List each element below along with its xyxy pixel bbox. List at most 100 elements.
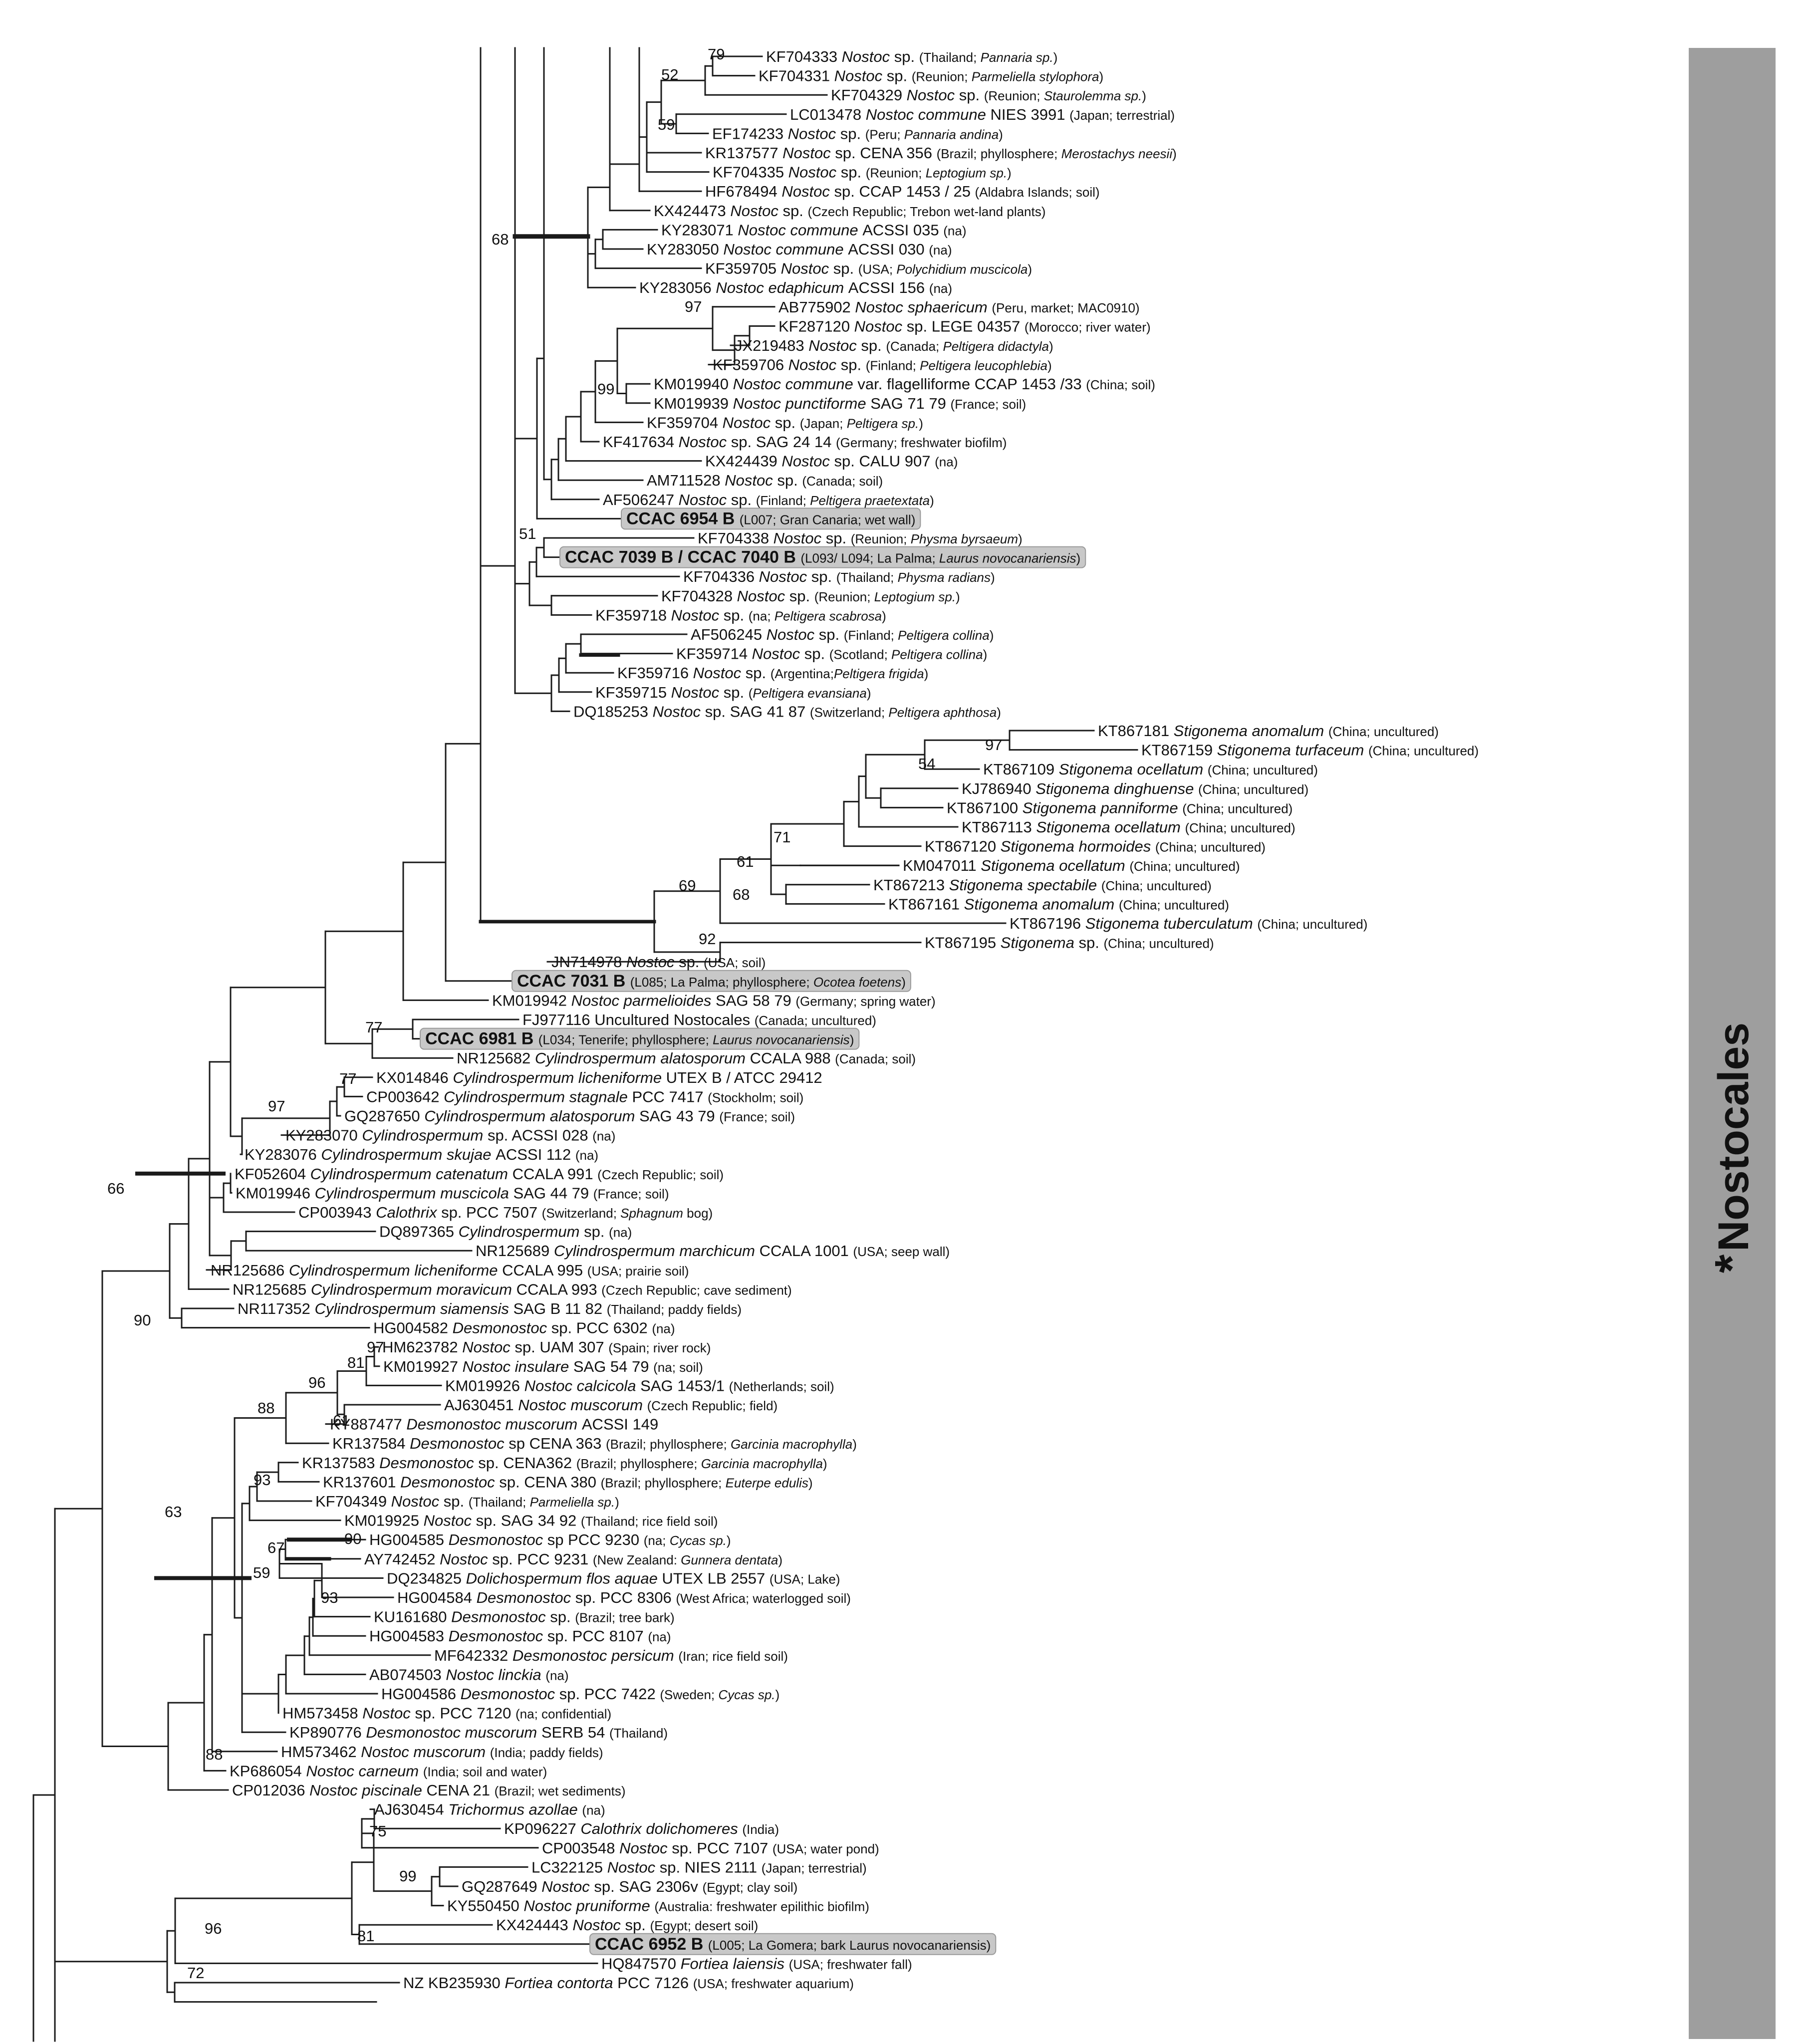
bootstrap-value: 68 (733, 886, 750, 903)
highlight-box (559, 546, 1086, 568)
leaf-label: JX219483 Nostoc sp. (Canada; Peltigera d… (735, 337, 1053, 354)
leaf-label: KF359705 Nostoc sp. (USA; Polychidium mu… (705, 260, 1032, 277)
bootstrap-value: 97 (367, 1338, 384, 1356)
tree-branches (32, 47, 1138, 2042)
leaf-label: KM047011 Stigonema ocellatum (China; unc… (903, 857, 1240, 874)
leaf-label: KP686054 Nostoc carneum (India; soil and… (230, 1762, 547, 1780)
leaf-label: KY283071 Nostoc commune ACSSI 035 (na) (661, 221, 966, 239)
leaf-label: KU161680 Desmonostoc sp. (Brazil; tree b… (374, 1608, 675, 1626)
bootstrap-value: 69 (679, 877, 696, 894)
leaf-label: KX424473 Nostoc sp. (Czech Republic; Tre… (654, 202, 1045, 220)
leaf-label: KF359706 Nostoc sp. (Finland; Peltigera … (713, 356, 1052, 374)
leaf-label: KX424439 Nostoc sp. CALU 907 (na) (705, 453, 958, 470)
leaf-label: KT867113 Stigonema ocellatum (China; unc… (962, 818, 1295, 836)
leaf-label: KT867195 Stigonema sp. (China; unculture… (925, 934, 1214, 952)
leaf-label: KF704336 Nostoc sp. (Thailand; Physma ra… (683, 568, 995, 585)
leaf-label: KT867213 Stigonema spectabile (China; un… (873, 876, 1212, 894)
leaf-label: AF506245 Nostoc sp. (Finland; Peltigera … (691, 626, 994, 643)
leaf-label: KY283076 Cylindrospermum skujae ACSSI 11… (245, 1146, 598, 1163)
leaf-label: KR137583 Desmonostoc sp. CENA362 (Brazil… (302, 1454, 827, 1472)
leaf-label: HM623782 Nostoc sp. UAM 307 (Spain; rive… (382, 1338, 711, 1356)
highlight-box (589, 1933, 997, 1955)
leaf-label: LC322125 Nostoc sp. NIES 2111 (Japan; te… (531, 1858, 867, 1876)
leaf-label: HQ847570 Fortiea laiensis (USA; freshwat… (601, 1955, 912, 1972)
bootstrap-value: 77 (365, 1019, 382, 1036)
leaf-label: KF704328 Nostoc sp. (Reunion; Leptogium … (661, 587, 960, 605)
leaf-label: NR125685 Cylindrospermum moravicum CCALA… (233, 1280, 792, 1298)
leaf-label: KF359716 Nostoc sp. (Argentina;Peltigera… (617, 664, 928, 682)
leaf-label: KY283056 Nostoc edaphicum ACSSI 156 (na) (639, 279, 952, 296)
leaf-label: AY742452 Nostoc sp. PCC 9231 (New Zealan… (364, 1550, 782, 1568)
bootstrap-value: 67 (267, 1539, 284, 1556)
leaf-label: KF359718 Nostoc sp. (na; Peltigera scabr… (595, 606, 886, 624)
highlighted-strain-label: CCAC 7031 B (L085; La Palma; phyllospher… (517, 972, 906, 991)
asterisk-marker: * (1705, 1254, 1759, 1274)
leaf-label: KY887477 Desmonostoc muscorum ACSSI 149 (330, 1416, 658, 1433)
leaf-label: AJ630451 Nostoc muscorum (Czech Republic… (444, 1396, 777, 1414)
leaf-label: KX014846 Cylindrospermum licheniforme UT… (376, 1069, 822, 1086)
bootstrap-value: 97 (268, 1097, 285, 1115)
bootstrap-value: 59 (658, 116, 675, 133)
highlighted-strain-label: CCAC 7039 B / CCAC 7040 B (L093/ L094; L… (565, 548, 1080, 567)
bootstrap-value: 96 (205, 1920, 222, 1937)
leaf-label: HG004585 Desmonostoc sp PCC 9230 (na; Cy… (369, 1531, 731, 1548)
bootstrap-value: 96 (308, 1374, 325, 1391)
leaf-label: CP012036 Nostoc piscinale CENA 21 (Brazi… (232, 1782, 626, 1799)
bootstrap-value: 68 (492, 231, 509, 248)
leaf-label: KF704338 Nostoc sp. (Reunion; Physma byr… (698, 529, 1023, 547)
leaf-label: HM573458 Nostoc sp. PCC 7120 (na; confid… (282, 1705, 611, 1722)
highlight-boxes (420, 508, 1086, 1955)
highlight-box (512, 970, 911, 992)
leaf-label: NR125682 Cylindrospermum alatosporum CCA… (457, 1049, 916, 1067)
leaf-label: HG004582 Desmonostoc sp. PCC 6302 (na) (373, 1319, 675, 1337)
bootstrap-value: 61 (333, 1412, 350, 1429)
leaf-label: JN714978 Nostoc sp. (USA; soil) (551, 953, 766, 971)
leaf-label: KF704335 Nostoc sp. (Reunion; Leptogium … (713, 164, 1012, 181)
bootstrap-value: 59 (253, 1564, 270, 1581)
leaf-label: KF359714 Nostoc sp. (Scotland; Peltigera… (676, 645, 987, 663)
bootstrap-value: 97 (685, 298, 702, 315)
leaf-label: KM019946 Cylindrospermum muscicola SAG 4… (236, 1184, 669, 1202)
leaf-label: KT867161 Stigonema anomalum (China; uncu… (888, 895, 1229, 913)
leaf-label: HG004583 Desmonostoc sp. PCC 8107 (na) (369, 1627, 671, 1645)
leaf-label: MF642332 Desmonostoc persicum (Iran; ric… (434, 1647, 788, 1664)
leaf-label: KR137601 Desmonostoc sp. CENA 380 (Brazi… (323, 1473, 813, 1491)
highlighted-strain-label: CCAC 6952 B (L005; La Gomera; bark Lauru… (595, 1935, 991, 1954)
leaf-label: DQ897365 Cylindrospermum sp. (na) (379, 1223, 632, 1241)
leaf-label: FJ977116 Uncultured Nostocales (Canada; … (522, 1011, 876, 1028)
leaf-label: KR137584 Desmonostoc sp CENA 363 (Brazil… (332, 1435, 857, 1452)
bootstrap-value: 90 (344, 1530, 361, 1547)
nostocales-clade-bar (1689, 48, 1776, 2039)
leaf-label: NZ KB235930 Fortiea contorta PCC 7126 (U… (403, 1974, 854, 1992)
bootstrap-value: 93 (321, 1589, 338, 1606)
leaf-label: KT867120 Stigonema hormoides (China; unc… (925, 838, 1266, 855)
bootstrap-value: 72 (187, 1964, 204, 1982)
leaf-label: DQ234825 Dolichospermum flos aquae UTEX … (387, 1569, 840, 1587)
leaf-label: AJ630454 Trichormus azollae (na) (374, 1801, 605, 1818)
leaf-label: KT867100 Stigonema panniforme (China; un… (947, 799, 1293, 816)
leaf-label: KT867196 Stigonema tuberculatum (China; … (1010, 915, 1367, 932)
bootstrap-value: 88 (258, 1399, 274, 1417)
bootstrap-value: 81 (357, 1927, 374, 1945)
leaf-label: KY283050 Nostoc commune ACSSI 030 (na) (647, 241, 952, 258)
leaf-label: KF417634 Nostoc sp. SAG 24 14 (Germany; … (603, 433, 1007, 451)
leaf-label: DQ185253 Nostoc sp. SAG 41 87 (Switzerla… (573, 703, 1001, 720)
bootstrap-value: 93 (254, 1471, 270, 1489)
clade-name: Nostocales (1710, 1022, 1758, 1252)
clade-label: *Nostocales (1705, 1022, 1760, 1273)
bootstrap-value: 75 (369, 1822, 386, 1840)
bootstrap-value: 92 (699, 930, 716, 948)
bootstrap-value: 99 (399, 1867, 416, 1885)
leaf-label: NR117352 Cylindrospermum siamensis SAG B… (238, 1300, 742, 1317)
bootstrap-value: 63 (165, 1503, 182, 1521)
leaf-label: KF704331 Nostoc sp. (Reunion; Parmeliell… (759, 67, 1103, 85)
leaf-label: NR125689 Cylindrospermum marchicum CCALA… (476, 1242, 950, 1260)
bootstrap-value: 51 (519, 525, 536, 542)
leaf-label: KM019925 Nostoc sp. SAG 34 92 (Thailand;… (344, 1512, 718, 1530)
leaf-label: KM019942 Nostoc parmelioides SAG 58 79 (… (492, 992, 936, 1009)
leaf-label: KM019939 Nostoc punctiforme SAG 71 79 (F… (654, 395, 1026, 412)
leaf-label: GQ287650 Cylindrospermum alatosporum SAG… (344, 1107, 795, 1125)
highlight-box (621, 508, 921, 530)
leaf-label: AB074503 Nostoc linckia (na) (369, 1666, 569, 1683)
leaf-labels: KF704333 Nostoc sp. (Thailand; Pannaria … (211, 48, 1479, 1992)
